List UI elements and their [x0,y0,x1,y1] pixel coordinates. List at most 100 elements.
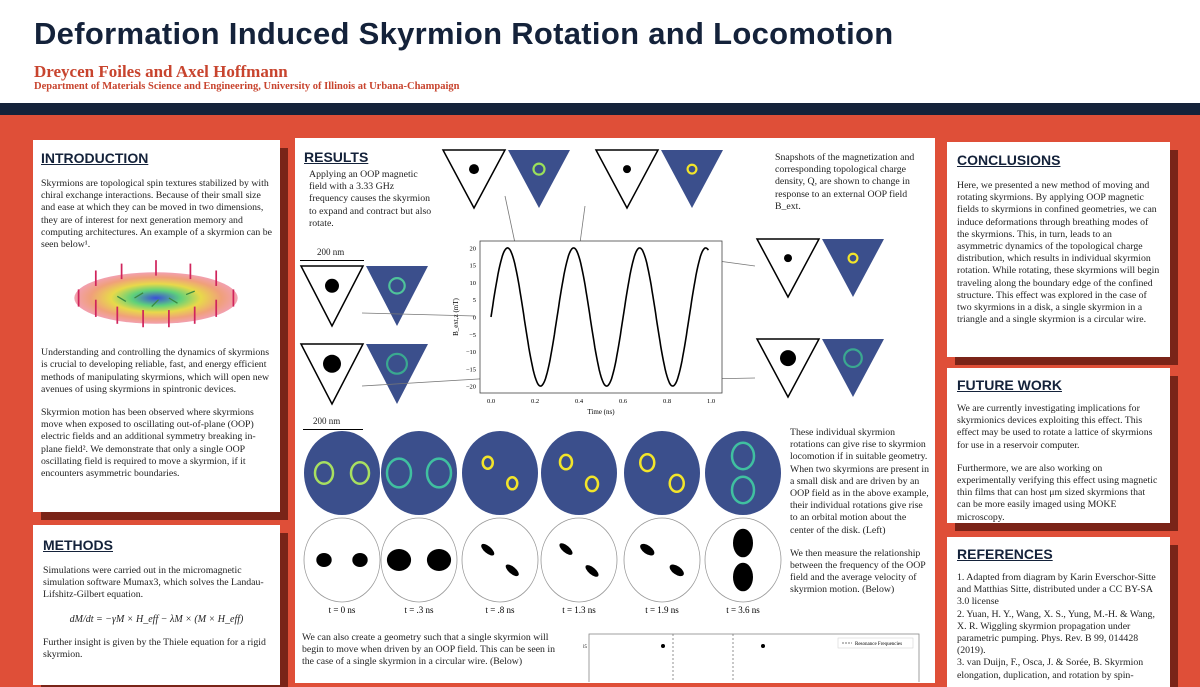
skyrmion-core [784,254,792,263]
locomotion-text: These individual skyrmion rotations can … [790,427,930,536]
charge-ring [639,453,656,473]
snapshot-time-label: t = .3 ns [404,605,434,615]
charge-disk [462,431,538,515]
data-point [661,644,665,648]
x-tick-label: 0.4 [575,398,584,405]
charge-ring [730,475,756,505]
snapshot-caption: Snapshots of the magnetization and corre… [775,152,915,212]
results-intro-text: Applying an OOP magnetic field with a 3.… [309,169,432,229]
x-tick-label: 0.0 [487,398,495,405]
llg-equation: dM/dt = −γM × H_eff − λM × (M × H_eff) [69,613,244,625]
snapshot-time-label: t = 1.3 ns [562,605,596,615]
charge-ring [385,352,408,375]
plot-frame [479,240,723,394]
annotation-arrow [504,195,516,244]
magnetization-disk [540,517,618,603]
x-tick-label: 0.8 [663,398,671,405]
y-tick-label: −5 [469,332,476,339]
skyrmion-core [386,549,412,571]
y-tick-label: −20 [466,384,476,391]
charge-ring [843,348,863,369]
conclusions-panel: CONCLUSIONS Here, we presented a new met… [947,142,1170,357]
results-heading: RESULTS [304,149,369,165]
results-panel: RESULTS Applying an OOP magnetic field w… [295,138,935,683]
annotation-arrow [361,377,496,387]
annotation-arrow [361,312,476,317]
charge-ring [313,460,335,486]
field-line [490,247,710,387]
charge-density-triangle [661,150,723,208]
charge-density-triangle [366,266,428,326]
intro-paragraph: Skyrmion motion has been observed where … [41,407,256,480]
x-axis-label: Time (ns) [587,408,615,416]
magnetization-triangle [299,265,365,328]
reference-item: 2. Yuan, H. Y., Wang, X. S., Yung, M.-H.… [957,608,1155,657]
data-point [761,644,765,648]
future-paragraph: Furthermore, we are also working on expe… [957,462,1158,523]
conclusions-paragraph: Here, we presented a new method of movin… [957,180,1160,326]
magnetization-triangle [755,338,821,399]
charge-disk [705,431,781,515]
methods-paragraph: Further insight is given by the Thiele e… [43,636,266,660]
magnetization-disk [303,517,381,603]
charge-ring [481,455,494,470]
charge-density-triangle [822,239,884,297]
charge-ring [385,457,413,489]
y-tick-label: 0 [473,315,476,322]
skyrmion-core [669,564,684,577]
charge-ring [532,162,546,176]
snapshot-time-label: t = 0 ns [329,605,356,615]
skyrmion-core [352,553,368,567]
charge-ring [388,277,406,295]
scale-label: 200 nm [317,247,345,257]
intro-paragraph: Understanding and controlling the dynami… [41,347,270,395]
skyrmion-core [469,164,479,175]
charge-ring [847,252,859,264]
skyrmion-core [323,354,341,373]
magnetization-triangle [755,238,821,299]
introduction-heading: INTRODUCTION [41,150,149,166]
poster-header: Deformation Induced Skyrmion Rotation an… [0,0,1200,103]
reference-item: 3. van Duijn, F., Osca, J. & Sorée, B. S… [957,657,1144,681]
scale-label-disk: 200 nm [313,416,341,426]
charge-ring [558,453,574,471]
charge-ring [425,457,453,489]
skyrmion-illustration [74,260,238,328]
introduction-panel: INTRODUCTION Skyrmions are topological s… [33,140,280,512]
reference-item: 1. Adapted from diagram by Karin Eversch… [957,572,1156,608]
affiliation: Department of Materials Science and Engi… [34,81,460,92]
future-paragraph: We are currently investigating implicati… [957,403,1153,451]
methods-heading: METHODS [43,537,113,553]
authors: Dreycen Foiles and Axel Hoffmann [34,62,288,81]
skyrmion-core [733,528,753,558]
scale-bar [300,260,364,261]
references-panel: REFERENCES 1. Adapted from diagram by Ka… [947,537,1170,687]
skyrmion-core [325,278,339,293]
magnetization-disk [623,517,701,603]
skyrmion-core [733,562,753,592]
y-axis-label: B_ext,z (mT) [452,297,460,335]
magnetization-triangle [299,343,365,406]
future-work-heading: FUTURE WORK [957,377,1062,393]
snapshot-time-label: t = 1.9 ns [645,605,679,615]
snapshot-time-label: t = .8 ns [485,605,515,615]
skyrmion-core [640,543,655,556]
charge-disk [624,431,700,515]
charge-density-triangle [508,150,570,208]
snapshot-time-label: t = 3.6 ns [726,605,760,615]
wire-text: We can also create a geometry such that … [302,632,556,668]
methods-paragraph: Simulations were carried out in the micr… [43,565,264,601]
y-tick-label: 5 [473,297,476,304]
future-work-panel: FUTURE WORK We are currently investigati… [947,368,1170,523]
triangle-snapshots [299,149,884,406]
charge-ring [349,460,371,486]
magnetization-disk [461,517,539,603]
skyrmion-core [623,165,631,174]
disk-snapshots: t = 0 ns t = .3 ns t = .8 ns t = 1.3 ns t = … [303,431,782,615]
magnetization-triangle [594,149,660,210]
magnetization-disk [380,517,458,603]
y-tick-label: −10 [466,349,476,356]
skyrmion-core [316,553,332,567]
